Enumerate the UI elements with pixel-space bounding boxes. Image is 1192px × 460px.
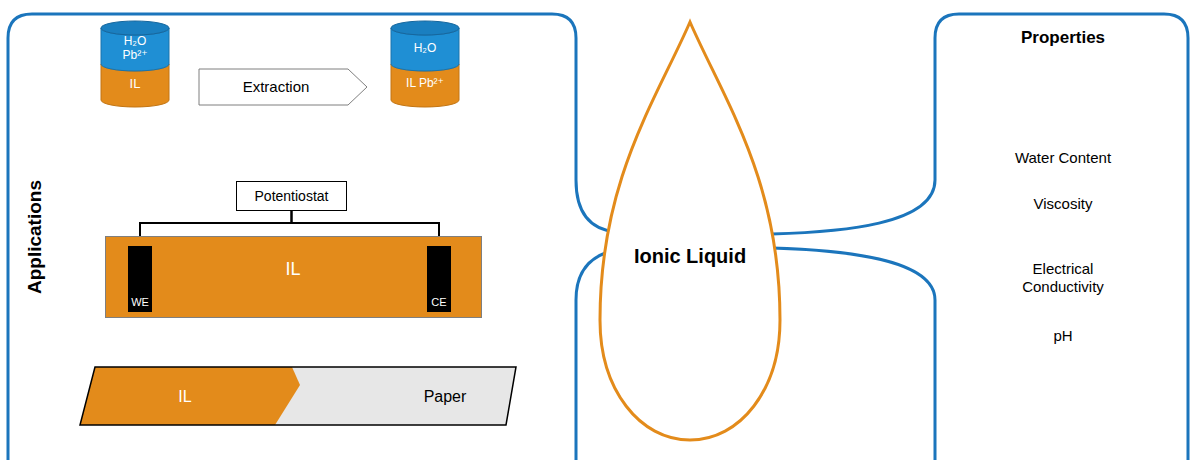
paper-strip: IL Paper (78, 365, 518, 427)
node-label: H₂O Pb²⁺ (115, 34, 155, 63)
node-label: CE (431, 296, 446, 309)
process-arrow: Extraction (198, 68, 368, 106)
node-label: H₂O (414, 41, 437, 55)
node-label: Electrical Conductivity (1007, 260, 1119, 296)
properties-panel: PropertiesWater ContentViscosityElectric… (935, 14, 1192, 460)
node-label: pH (1053, 327, 1072, 345)
paper-area (80, 367, 516, 425)
node-label: Properties (1021, 28, 1105, 48)
beaker-after: H₂O IL Pb²⁺ (390, 20, 460, 112)
il-area (80, 367, 300, 425)
node-label: Potentiostat (255, 188, 329, 205)
strip-outline (80, 367, 516, 425)
counter-electrode: CE (427, 246, 451, 312)
electrochemical-cell: IL WE CE (105, 236, 482, 318)
node-label: IL (285, 259, 300, 281)
beaker-top (391, 21, 459, 35)
node-label: Water Content (1015, 149, 1111, 167)
cyl-shape (390, 20, 460, 112)
properties-panel-outline (772, 14, 1188, 460)
beaker-before: H₂O Pb²⁺ IL (100, 20, 170, 112)
electrode-body (427, 246, 451, 312)
cell-body (106, 237, 482, 318)
node-label: Applications (24, 180, 47, 294)
water-layer (101, 28, 169, 71)
node-label: Extraction (243, 78, 310, 96)
electrode-body (128, 246, 152, 312)
node-label: IL (178, 387, 191, 406)
box-outline (237, 182, 347, 211)
drop-shape (596, 20, 784, 444)
applications-panel: Applications H₂O Pb²⁺ IL Extraction H₂O IL Pb… (8, 14, 600, 460)
node-label: Paper (424, 387, 467, 406)
beaker-top (101, 21, 169, 35)
node-label: Viscosity (1034, 195, 1093, 213)
node-label: WE (131, 296, 149, 309)
potentiostat-box: Potentiostat (236, 181, 347, 211)
working-electrode: WE (128, 246, 152, 312)
node-label: Ionic Liquid (625, 244, 755, 268)
ionic-liquid-drop: Ionic Liquid (596, 20, 784, 444)
drop-outline (600, 22, 780, 440)
node-label: IL (130, 76, 141, 92)
node-label: IL Pb²⁺ (405, 76, 445, 90)
applications-panel-outline (8, 14, 616, 460)
arrow-outline (199, 69, 367, 105)
properties-panel-outline (772, 248, 935, 460)
